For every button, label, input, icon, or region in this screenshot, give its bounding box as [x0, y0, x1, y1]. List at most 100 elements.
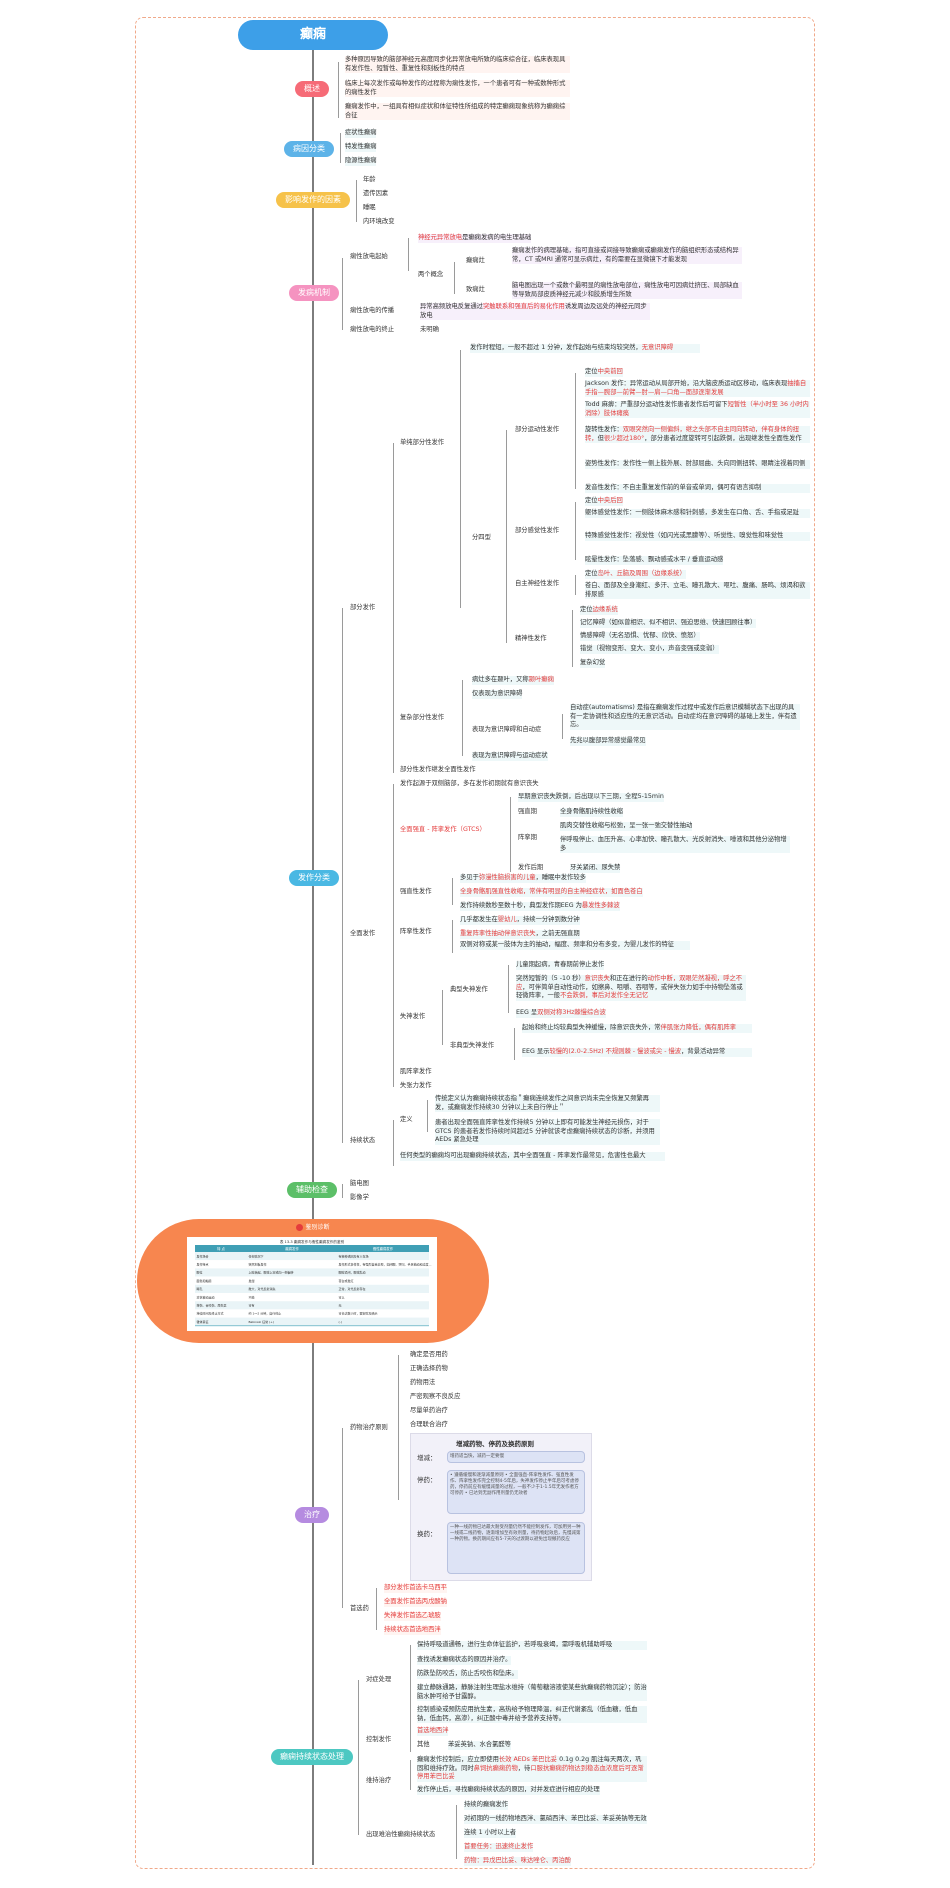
atypical-2: EEG 显示: [522, 1048, 550, 1055]
typical-2: 突然短暂的（5 -10 秒）: [516, 975, 585, 982]
table-cell: 锥体束征: [197, 1319, 209, 1324]
refractory-drugs: 药物：异戊巴比妥、咪达唑仑、丙泊酚: [464, 1857, 572, 1866]
table-row: [195, 1301, 429, 1310]
tonic-phase: 强直期: [518, 808, 537, 815]
clonic-2-b: ，之前无强直期: [535, 930, 580, 937]
spread-text: 异常高频放电反复通过: [420, 303, 483, 310]
somatosensory: 躯体感觉性发作：一侧肢体麻木感和针刺感，多发生在口角、舌、手指或足趾: [585, 509, 810, 518]
typical-2-c: ，可伴简单自动性动作，如擦鼻、咀嚼、吞咽等，或伴失张力如手中持物坠落或轻微阵挛，…: [516, 983, 743, 1000]
tonic-phase-text: 全身骨骼肌持续性收缩: [560, 808, 623, 817]
section-classification[interactable]: 病因分类: [284, 141, 334, 157]
table-header-cell: 特 点: [217, 1246, 225, 1251]
table-row: [195, 1252, 429, 1261]
table-header-cell: 假性癫痫发作: [373, 1246, 394, 1251]
clonic-3: 双侧对称或某一肢体为主的抽动，幅度、频率和分布多变，为婴儿发作的特征: [460, 941, 690, 950]
epileptogenic-zone: 致痫灶: [466, 286, 485, 293]
motor-seizure: 部分运动性发作: [515, 426, 560, 433]
versive-c: ，部分患者过度旋转可引起跌倒，出现继发性全面性发作: [644, 434, 802, 442]
tonic-3-red: 暴发性多棘波: [581, 902, 620, 909]
table-cell: 任何情况下: [249, 1253, 264, 1258]
factor-item: 年龄: [363, 176, 376, 183]
section-seizure[interactable]: 发作分类: [289, 870, 339, 886]
section-factors[interactable]: 影响发作的因素: [276, 192, 350, 208]
drug-principle-item: 药物用法: [410, 1379, 436, 1386]
section-mechanism[interactable]: 发病机制: [289, 285, 339, 301]
mechanism-spread: 痫性放电的传播: [350, 307, 395, 314]
sensory-loc-red: 中央后回: [597, 497, 623, 504]
clonic-phase: 阵挛期: [518, 834, 537, 841]
fig-stop-text: • 遵循缓慢和逐渐减量原则 • 全面强直-阵挛性发作、强直性发作、阵挛性发作完全…: [447, 1470, 585, 1514]
sensory-loc: 定位: [585, 497, 598, 504]
classification-item: 特发性癫痫: [345, 143, 377, 152]
sensory-seizure: 部分感觉性发作: [515, 527, 560, 534]
atypical-2-b: ，背景活动异常: [681, 1048, 726, 1055]
root-node[interactable]: 癫痫: [238, 20, 388, 50]
table-cell: 正常，对光反射存在: [339, 1286, 366, 1291]
motor-loc-red: 中央前回: [597, 368, 623, 375]
section-aux[interactable]: 辅助检查: [287, 1182, 337, 1198]
classification-item: 隐源性癫痫: [345, 157, 377, 166]
complex-partial: 复杂部分性发作: [400, 714, 445, 721]
symptomatic-item: 建立静脉通路，静脉注射生理盐水维持（葡萄糖溶液使某些抗癫痫药物沉淀）；防治脑水肿…: [417, 1684, 647, 1702]
memory: 记忆障碍（如似曾相识、似不相识、强迫思维、快速回顾往事）: [580, 619, 757, 628]
section-overview[interactable]: 概述: [295, 81, 329, 97]
table-cell: 有精神诱因及有人在场: [339, 1253, 369, 1258]
simple-text: 发作时程短，一般不超过 1 分钟，发作起始与结束均较突然，: [470, 344, 642, 351]
table-row: [195, 1284, 429, 1293]
drug-principle-item: 尽量单药治疗: [410, 1407, 448, 1414]
generalized-seizure: 全面发作: [350, 930, 376, 937]
todd: Todd 麻痹：严重部分运动性发作患者发作后可留下: [585, 401, 728, 408]
clonic-1: 几乎都发生在: [460, 916, 498, 923]
psy-loc-red: 边缘系统: [592, 606, 618, 613]
psychic-seizure: 精神性发作: [515, 635, 547, 642]
section-status-management[interactable]: 癫痫持续状态处理: [271, 1749, 353, 1765]
maintain-1: 癫痫发作控制后，应立即使用: [417, 1756, 499, 1763]
maintain-1-b: 0.1g 0.2g 肌注每天两次，巩固和维持疗效。同时: [417, 1756, 642, 1772]
secondary-generalized: 部分性发作继发全面性发作: [400, 766, 476, 773]
refractory-status: 出现难治性癫痫持续状态: [366, 1831, 436, 1838]
symptomatic: 对症处理: [366, 1676, 392, 1683]
symptomatic-item: 控制感染或预防应用抗生素，高热给予物理降温，纠正代谢紊乱（低血糖，低血钠，低血钙…: [417, 1706, 647, 1724]
automatism-def: 自动症(automatisms) 是指在癫痫发作过程中或发作后意识模糊状态下出现…: [570, 704, 800, 730]
drug-principles: 药物治疗原则: [350, 1424, 388, 1431]
complex-1: 仅表现为意识障碍: [472, 690, 523, 699]
table-cell: 面色和黏膜: [197, 1278, 212, 1283]
versive-b: 但: [597, 434, 604, 442]
refractory-item: 连续 1 小时以上者: [464, 1829, 517, 1838]
maintain-1-red3: 口服抗癫痫药物达到稳态血浓度后可逐渐停用苯巴比妥: [417, 1764, 644, 1781]
typical-3-red: 双侧对称3Hz棘慢综合波: [537, 1009, 606, 1016]
mech-text: 是癫痫发病的电生理基础: [462, 234, 532, 241]
table-cell: 上睑抬起、眼球上窜或向一侧偏转: [249, 1270, 294, 1275]
clonic-phase-2: 伴呼吸停止、血压升高、心率加快、瞳孔散大、光反射消失、唾液和其他分泌物增多: [560, 836, 790, 854]
drug-principle-item: 合理联合治疗: [410, 1421, 448, 1428]
fig-swap-text: 一种一线药物已达最大耐受剂量仍然不能控制发作，可加用另一种一线或二线药物，逐渐增…: [447, 1522, 585, 1574]
gtcs: 全面强直 - 阵挛发作（GTCS）: [400, 826, 486, 833]
table-row: [195, 1268, 429, 1277]
typical-2-red3: 不会跌倒，事后对发作全无记忆: [560, 992, 649, 1000]
jackson: Jackson 发作：异常运动从局部开始，沿大脑皮质运动区移动，临床表现: [585, 380, 788, 387]
spread-red: 突触联系和强直后的易化作用: [482, 303, 565, 310]
diagram-frame: [135, 17, 815, 1869]
four-types: 分四型: [472, 534, 491, 541]
table-cell: 发作形式多样性，有强烈自我表现，如闭眼、哭叫、手足抽动和过度…: [339, 1262, 432, 1267]
overview-item: 多种原因导致的脑部神经元高度同步化异常放电所致的临床综合征，临床表现具有发作性、…: [345, 56, 570, 74]
general-intro: 发作起源于双侧脑部，多在发作初期就有意识丧失: [400, 780, 539, 787]
drug-principle-item: 严密观察不良反应: [410, 1393, 461, 1400]
hallucination: 复杂幻觉: [580, 659, 606, 668]
typical-3: EEG 呈: [516, 1009, 538, 1016]
post-phase: 发作后期: [518, 864, 544, 871]
table-cell: 不能: [249, 1294, 255, 1299]
table-cell: 眼睑紧闭，眼球乱动: [339, 1270, 366, 1275]
table-cell: 持续时间及终止方式: [197, 1311, 224, 1316]
refractory-item: 持续的癫痫发作: [464, 1801, 509, 1810]
differential-diagnosis-figure: 鉴别诊断 表 13-3 癫痫发作与假性癫痫发作的鉴别特 点癫痫发作假性癫痫发作发…: [137, 1219, 489, 1343]
automatism-aura: 先兆以腹部异常感觉最常见: [570, 737, 646, 746]
versive-red2: 很少超过180°: [603, 434, 645, 442]
complex-red: 颞叶癫痫: [528, 676, 554, 683]
tonic-1-red: 弥漫性脑损害的儿童: [478, 874, 536, 881]
section-treatment[interactable]: 治疗: [295, 1507, 329, 1523]
table-cell: 约 1～2 分钟，自行停止: [249, 1311, 282, 1316]
epileptogenic-text: 脑电图出现一个或数个最明显的痫性放电部位，痫性放电可因病灶挤压、局部缺血等导致局…: [512, 282, 742, 300]
control-first: 首选地西泮: [417, 1727, 449, 1736]
first-choice-item: 持续状态首选地西泮: [384, 1626, 441, 1635]
